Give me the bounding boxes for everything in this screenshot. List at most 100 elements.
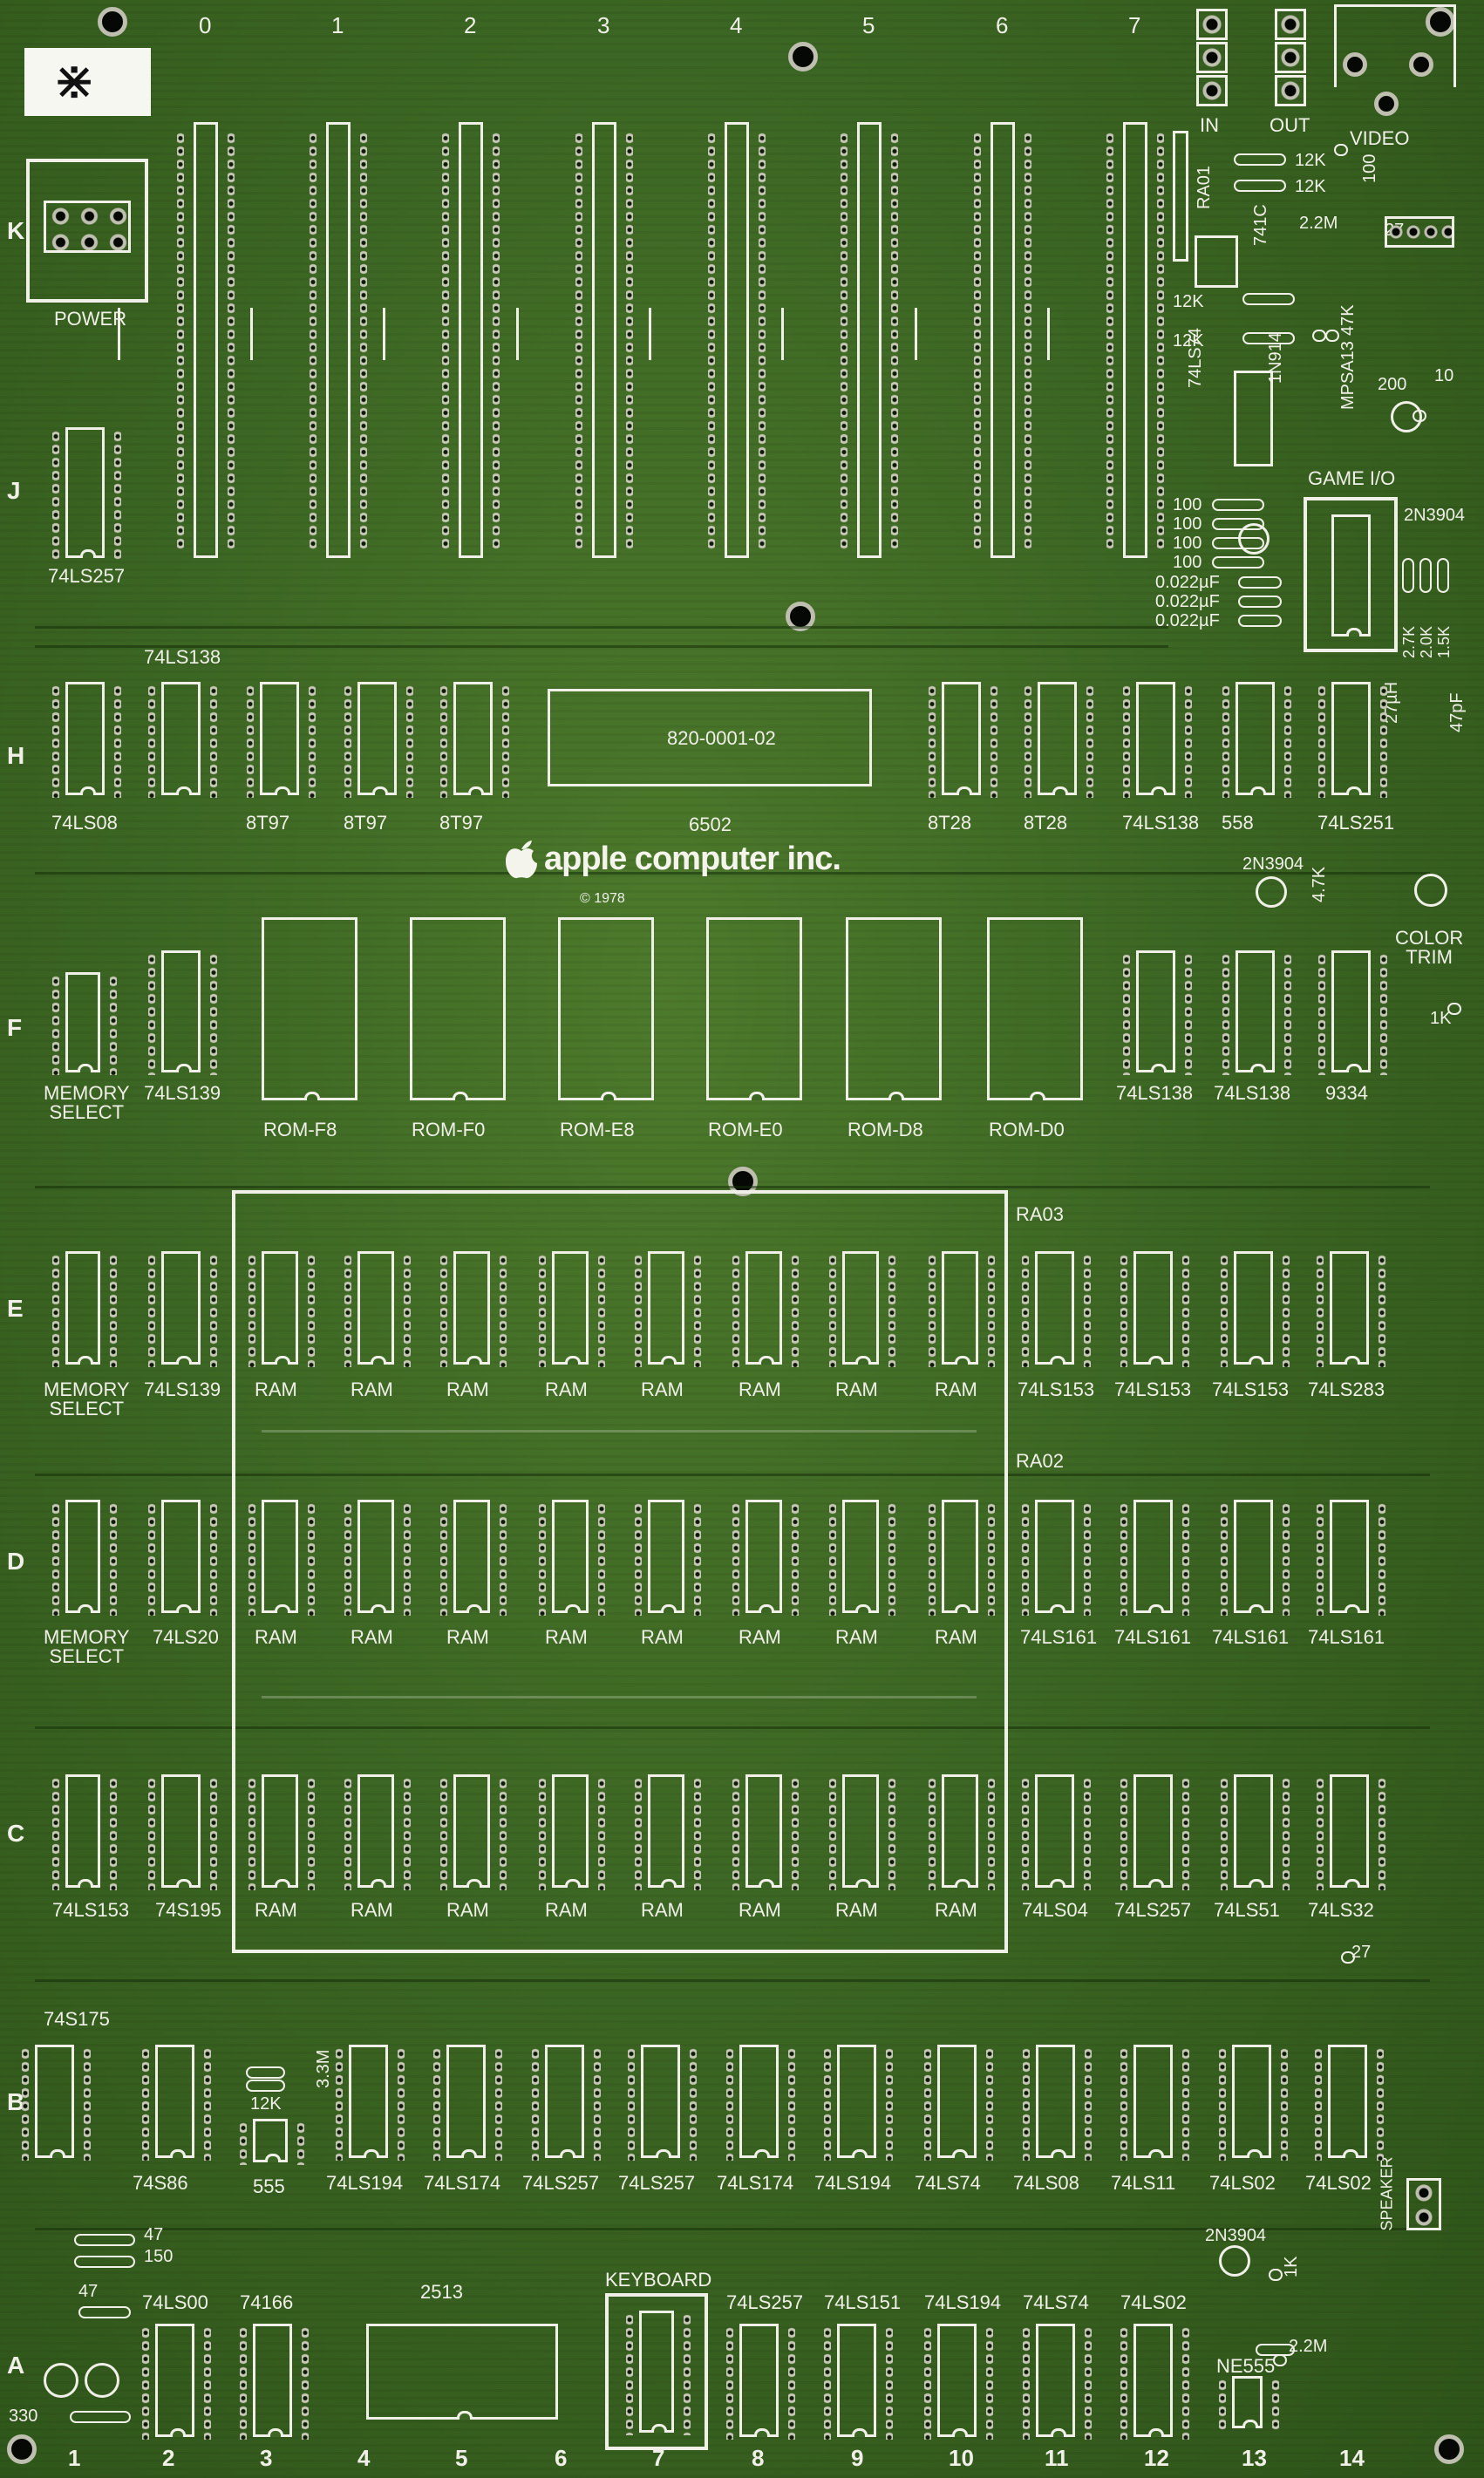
resistor-body	[1212, 499, 1264, 511]
resistor-body	[1402, 558, 1414, 593]
cpu-6502	[548, 689, 872, 786]
ic-pins	[148, 1254, 155, 1367]
ic-pins	[792, 1777, 799, 1890]
game-io-socket	[1331, 514, 1371, 637]
component-label: 1K	[1282, 2256, 1301, 2277]
ic-notch	[749, 1092, 765, 1100]
ic-notch	[457, 2411, 473, 2420]
component-label: 100	[1173, 495, 1202, 514]
ic-chip	[1317, 1251, 1385, 1367]
ic-pins	[148, 1777, 155, 1890]
ic-notch	[661, 1879, 677, 1888]
ic-notch	[955, 1879, 970, 1888]
slot-pins	[1157, 132, 1164, 550]
ic-pins	[824, 2047, 831, 2161]
ic-notch	[1246, 2149, 1263, 2158]
ic-chip	[929, 1251, 995, 1367]
ic-notch	[1050, 2149, 1066, 2158]
column-number: 7	[652, 2445, 665, 2471]
ic-pins	[500, 1502, 507, 1616]
component-label: 2.0K	[1418, 625, 1435, 658]
ic-label: 74S195	[155, 1899, 221, 1921]
ic-pins	[500, 1254, 507, 1367]
corner-mark-label	[24, 48, 151, 116]
keyboard-connector-frame	[605, 2293, 708, 2450]
resistor-body	[1269, 2269, 1283, 2281]
ic-notch	[1248, 1879, 1264, 1888]
ic-label: 74LS161	[1020, 1626, 1098, 1648]
copyright-label: © 1978	[580, 891, 625, 906]
ic-chip	[148, 1774, 217, 1890]
component-label: 2.2M	[1299, 214, 1338, 233]
ic-label: 74LS153	[1018, 1379, 1095, 1400]
ic-label: 74LS51	[1214, 1899, 1280, 1921]
opamp-chip	[1195, 235, 1238, 288]
ic-label: RAM	[545, 1899, 588, 1921]
ic-label: MEMORY SELECT	[44, 1379, 130, 1419]
ic-chip	[824, 2324, 893, 2440]
ic-notch	[1147, 1356, 1164, 1365]
ic-chip	[1120, 2045, 1189, 2161]
ic-pins	[986, 2047, 993, 2161]
expansion-slot	[649, 122, 766, 558]
ic-chip	[52, 1774, 117, 1890]
ic-chip	[440, 1774, 507, 1890]
pcb-trace	[35, 1979, 1430, 1982]
slot-pins	[759, 132, 766, 550]
pcb-trace	[35, 645, 1168, 648]
ic-notch	[275, 1356, 290, 1365]
ic-label: 74LS161	[1114, 1626, 1192, 1648]
ic-notch	[1342, 2149, 1358, 2158]
ic-notch	[1049, 1356, 1065, 1365]
ra03-label: RA03	[1016, 1203, 1065, 1225]
row-letter: H	[7, 742, 25, 769]
ic-chip	[1318, 682, 1387, 798]
ic-pins	[1221, 1777, 1228, 1890]
ic-pins	[1025, 684, 1031, 798]
ic-pins	[52, 430, 59, 561]
resistor-body	[78, 2306, 131, 2318]
ic-notch	[565, 1604, 581, 1613]
ic-label: RAM	[641, 1379, 684, 1400]
ic-pins	[1283, 1777, 1290, 1890]
slot-pins	[575, 132, 582, 550]
ic-pins	[1283, 1502, 1290, 1616]
mounting-hole	[1434, 2434, 1464, 2464]
ic-chip	[240, 2119, 304, 2165]
ic-notch	[1147, 1879, 1164, 1888]
ic-chip	[262, 917, 357, 1100]
ic-chip	[1120, 1774, 1189, 1890]
ic-label: 74S86	[133, 2172, 188, 2194]
ic-label: 74LS04	[1022, 1899, 1088, 1921]
ic-chip	[1317, 1500, 1385, 1616]
ic-notch	[304, 1092, 320, 1100]
speaker-label: SPEAKER	[1378, 2156, 1396, 2231]
component-label: 100	[1173, 553, 1202, 572]
ic-pins	[404, 1502, 411, 1616]
ic-label: 74LS74	[1023, 2291, 1089, 2313]
ic-label: 555	[253, 2175, 285, 2197]
ic-pins	[732, 1254, 739, 1367]
ic-label: ROM-E0	[708, 1119, 783, 1140]
ic-label: 8T28	[1024, 812, 1068, 834]
ic-notch	[956, 786, 972, 795]
ic-pins	[110, 975, 117, 1075]
ic-notch	[175, 1604, 192, 1613]
ic-pins	[1182, 2326, 1189, 2440]
ic-label: RAM	[739, 1379, 781, 1400]
ic-pins	[1317, 1502, 1324, 1616]
transistor-icon	[1391, 401, 1422, 432]
ic-label: RAM	[351, 1899, 393, 1921]
ic-pins	[52, 1777, 59, 1890]
ic-pins	[1185, 684, 1192, 798]
ic-chip	[635, 1500, 701, 1616]
ic-pins	[1084, 1254, 1091, 1367]
capacitor-body	[1238, 596, 1282, 608]
ic-pins	[1085, 2326, 1092, 2440]
ic-label: 74166	[240, 2291, 294, 2313]
slot-pins	[360, 132, 367, 550]
mounting-hole	[98, 7, 127, 37]
ic-chip	[142, 2045, 211, 2161]
ic-chip	[440, 1500, 507, 1616]
ic-chip	[52, 1500, 117, 1616]
